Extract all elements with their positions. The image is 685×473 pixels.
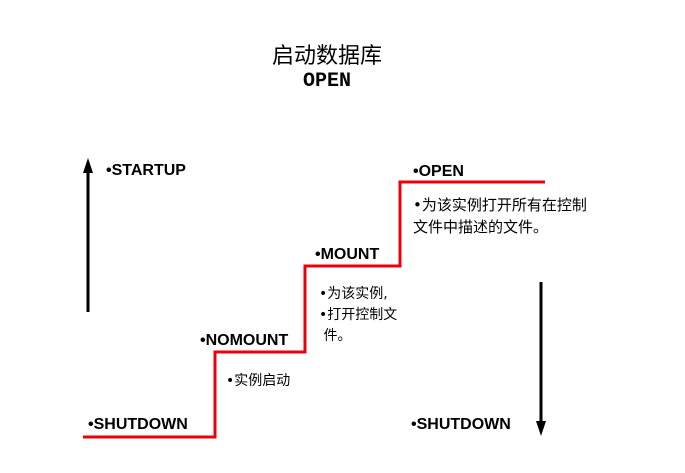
open-description-line: •为该实例打开所有在控制 — [413, 196, 587, 214]
open-description-line: 文件中描述的文件。 — [413, 218, 549, 236]
stage-label-open: •OPEN — [413, 163, 464, 180]
startup-arrow-head — [83, 158, 93, 173]
stage-label-shutdown-right: •SHUTDOWN — [411, 416, 511, 433]
diagram-title: 启动数据库 — [272, 44, 383, 69]
stage-label-nomount: •NOMOUNT — [200, 332, 289, 349]
diagram-subtitle: OPEN — [303, 70, 352, 93]
stage-label-mount: •MOUNT — [315, 246, 380, 263]
mount-description: •为该实例, •打开控制文 件。 — [319, 284, 397, 347]
mount-description-line: 件。 — [319, 328, 352, 344]
stage-label-shutdown-left: •SHUTDOWN — [88, 416, 188, 433]
stage-label-startup: •STARTUP — [106, 162, 186, 179]
open-description: •为该实例打开所有在控制 文件中描述的文件。 — [413, 194, 587, 238]
mount-description-line: •打开控制文 — [319, 307, 398, 323]
staircase-line — [83, 180, 545, 439]
mount-description-line: •为该实例, — [319, 286, 388, 302]
shutdown-arrow-head — [536, 421, 546, 436]
nomount-description: •实例启动 — [226, 373, 291, 389]
